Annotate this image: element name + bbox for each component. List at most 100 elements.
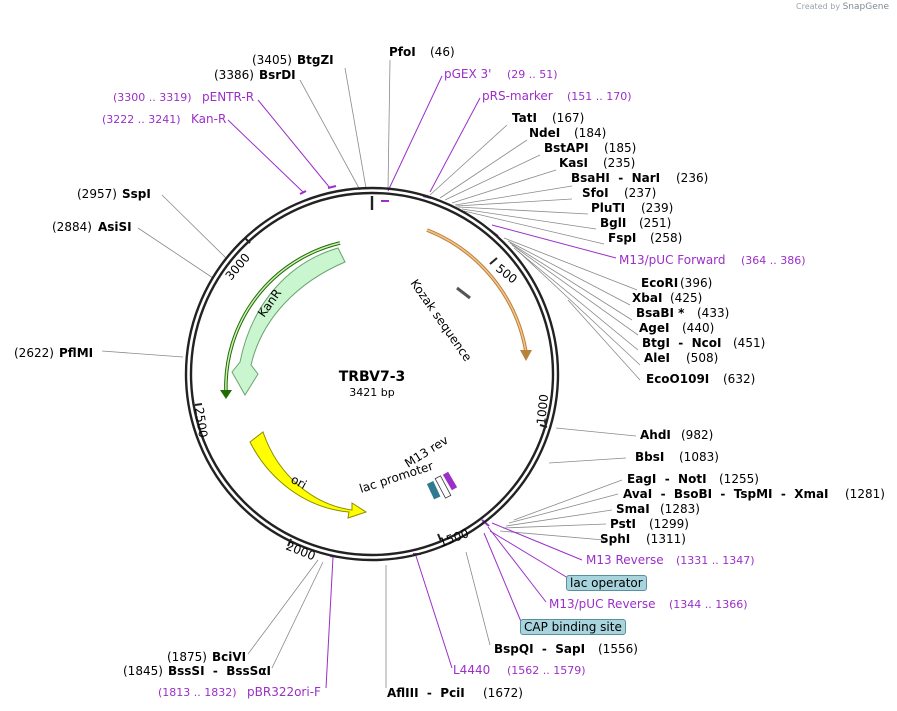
site-asisi-pos: (2884)	[52, 220, 92, 234]
kozak-label: Kozak sequence	[408, 277, 475, 364]
site-bspqi-pos: (1556)	[598, 642, 638, 656]
site-sfoi-pos: (237)	[624, 186, 656, 200]
tick-1500: 1500	[437, 526, 470, 550]
site-btgi-ncoi: BtgI - NcoI	[642, 336, 722, 350]
site-bsabi-pos: (433)	[697, 306, 729, 320]
kozak-arrowhead	[520, 350, 532, 361]
site-ndei: NdeI	[529, 126, 560, 140]
site-bsssi-pos: (1845)	[123, 664, 163, 678]
site-bgli: BglI	[600, 216, 626, 230]
site-ndei-pos: (184)	[574, 126, 606, 140]
site-bsahi-pos: (236)	[676, 171, 708, 185]
primer-kan-r: Kan-R	[191, 112, 226, 126]
ori-arrow	[249, 431, 368, 519]
site-pfoi-pos: (46)	[430, 45, 455, 59]
site-alei-pos: (508)	[686, 351, 718, 365]
primer-pbr322ori: pBR322ori-F	[247, 685, 321, 699]
site-ecoo109i: EcoO109I	[646, 372, 709, 386]
kozak-arc-fill	[426, 229, 527, 353]
site-bsrdi: BsrDI	[259, 68, 296, 82]
site-bgli-pos: (251)	[639, 216, 671, 230]
site-asisi: AsiSI	[98, 220, 132, 234]
site-pluti: PluTI	[591, 201, 625, 215]
backbone-outer	[184, 186, 560, 562]
site-bbsi-pos: (1083)	[679, 450, 719, 464]
tick-1000: 1000	[534, 393, 551, 425]
primer-pgex3: pGEX 3'	[444, 67, 491, 81]
primer-m13-puc-reverse: M13/pUC Reverse	[549, 597, 656, 611]
site-sspi-pos: (2957)	[77, 187, 117, 201]
site-bspqi-sapi: BspQI - SapI	[494, 642, 585, 656]
site-ahdi: AhdI	[640, 428, 671, 442]
site-fspi-pos: (258)	[650, 231, 682, 245]
site-bsssi: BssSI - BssSαI	[168, 664, 271, 678]
plasmid-size: 3421 bp	[349, 386, 394, 399]
primer-l4440: L4440	[453, 663, 490, 677]
site-tati: TatI	[512, 111, 537, 125]
site-eagi-pos: (1255)	[719, 472, 759, 486]
snapgene-credit: Created by SnapGene	[796, 2, 889, 12]
site-pfoi: PfoI	[389, 45, 416, 59]
site-psti-pos: (1299)	[649, 517, 689, 531]
primer-m13-puc-reverse-range: (1344 .. 1366)	[669, 598, 748, 611]
primer-prs-marker: pRS-marker	[482, 89, 553, 103]
site-pluti-pos: (239)	[641, 201, 673, 215]
lac-operator-box: lac operator	[566, 575, 647, 591]
site-smai-pos: (1283)	[660, 502, 700, 516]
site-avai-group: AvaI - BsoBI - TspMI - XmaI	[623, 487, 829, 501]
site-afliii-pcii: AflIII - PciI	[387, 686, 465, 700]
site-bcivi-pos: (1875)	[167, 650, 207, 664]
tick-2500: 2500	[192, 406, 210, 438]
site-bsahi-nari: BsaHI - NarI	[571, 171, 660, 185]
kanr-arrow	[231, 247, 346, 396]
site-agei-pos: (440)	[682, 321, 714, 335]
site-sphi: SphI	[600, 532, 630, 546]
primer-pentr-r: pENTR-R	[202, 90, 254, 104]
site-bcivi: BciVI	[212, 650, 246, 664]
site-kasi-pos: (235)	[603, 156, 635, 170]
ori-label: ori	[289, 472, 309, 492]
site-ecoo109i-pos: (632)	[723, 372, 755, 386]
site-btgi-pos: (451)	[733, 336, 765, 350]
lac-promoter-label: lac promoter	[358, 459, 435, 496]
site-sfoi: SfoI	[582, 186, 609, 200]
site-pflmi-pos: (2622)	[14, 346, 54, 360]
site-psti: PstI	[610, 517, 636, 531]
site-btgzi-pos: (3405)	[252, 53, 292, 67]
site-alei: AleI	[644, 351, 670, 365]
kanr-track-fill	[225, 242, 341, 394]
site-avai-pos: (1281)	[845, 487, 885, 501]
site-bstapi: BstAPI	[544, 141, 589, 155]
primer-prs-range: (151 .. 170)	[567, 90, 632, 103]
leader-lines	[101, 59, 641, 688]
major-ticks	[194, 237, 548, 547]
site-bstapi-pos: (185)	[604, 141, 636, 155]
site-agei: AgeI	[639, 321, 669, 335]
backbone-inner	[189, 191, 555, 557]
site-pflmi: PflMI	[59, 346, 93, 360]
site-kasi: KasI	[559, 156, 588, 170]
site-bbsi: BbsI	[635, 450, 664, 464]
site-fspi: FspI	[608, 231, 636, 245]
primer-m13-reverse-range: (1331 .. 1347)	[676, 554, 755, 567]
site-sphi-pos: (1311)	[646, 532, 686, 546]
site-ahdi-pos: (982)	[681, 428, 713, 442]
site-sspi: SspI	[122, 187, 151, 201]
site-tati-pos: (167)	[552, 111, 584, 125]
primer-m13-puc-forward-range: (364 .. 386)	[741, 254, 806, 267]
site-afliii-pos: (1672)	[483, 686, 523, 700]
site-btgzi: BtgZI	[297, 53, 334, 67]
cap-site-mark	[426, 481, 441, 500]
site-smai: SmaI	[616, 502, 650, 516]
site-ecori: EcoRI	[641, 276, 678, 290]
site-ecori-pos: (396)	[680, 276, 712, 290]
primer-m13-puc-forward: M13/pUC Forward	[619, 253, 726, 267]
site-bsabi: BsaBI *	[636, 306, 685, 320]
lac-promoter-mark	[434, 475, 452, 499]
kanr-track-arrow	[220, 390, 232, 399]
primer-pbr322ori-range: (1813 .. 1832)	[158, 686, 237, 699]
m13-rev-mark	[442, 471, 458, 491]
primer-l4440-range: (1562 .. 1579)	[507, 664, 586, 677]
site-bsrdi-pos: (3386)	[214, 68, 254, 82]
